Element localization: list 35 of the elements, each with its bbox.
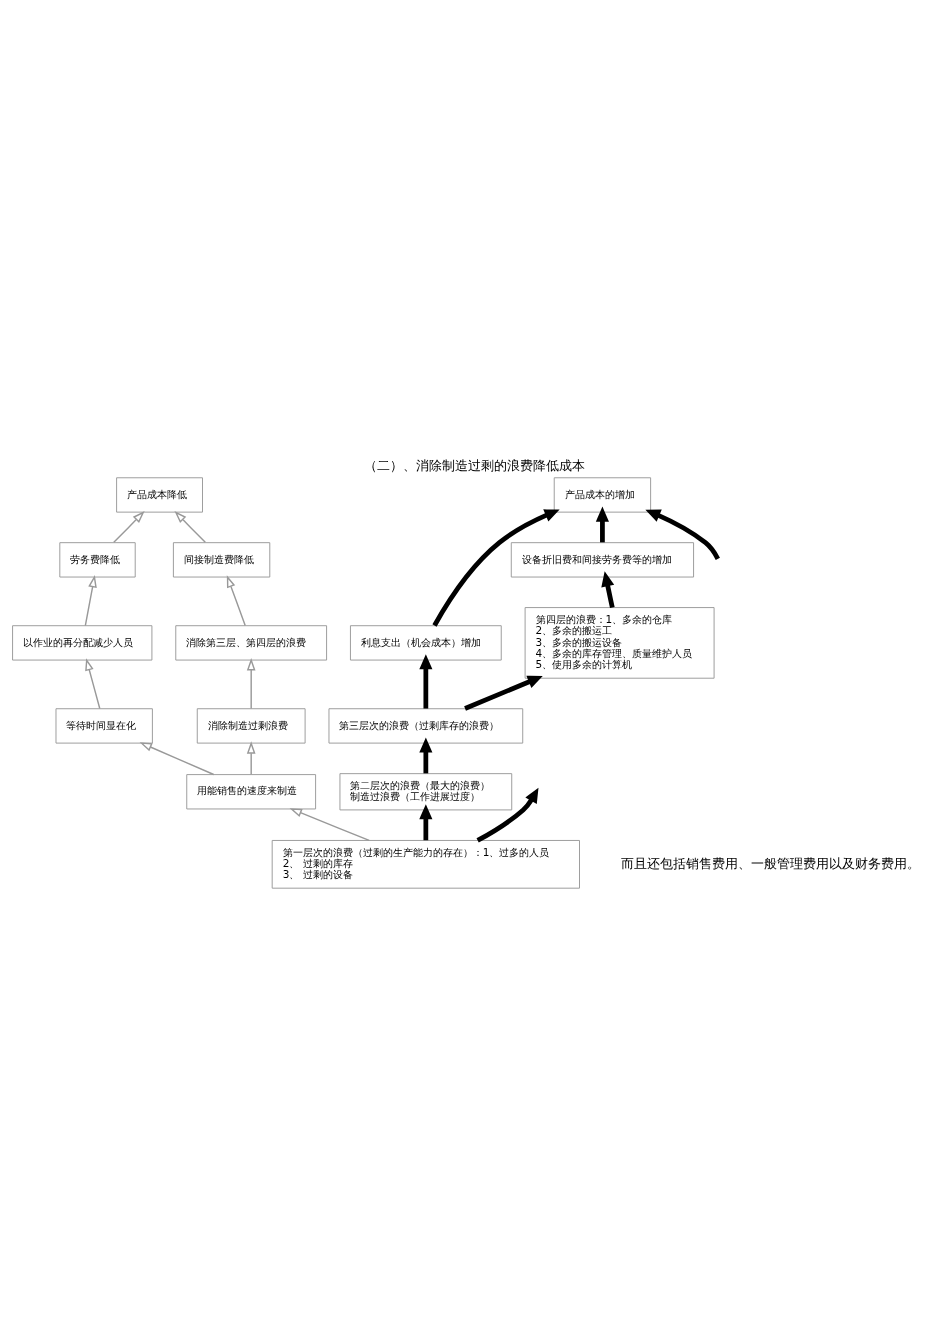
arrow [476,787,539,843]
node-box: 第二层次的浪费（最大的浪费） 制造过浪费（工作进展过度） [339,773,513,811]
arrow [645,509,720,560]
node-box: 间接制造费降低 [172,542,271,578]
arrow [419,804,433,841]
arrow [601,571,615,609]
node-box: 第四层的浪费：1、多余的仓库 2、多余的搬运工 3、多余的搬运设备 4、多余的库存管理、质量维护人员 5、使用多余的计算机 [524,607,715,679]
node-box: 消除制造过剩浪费 [196,708,306,744]
arrow [85,658,101,710]
arrow [139,742,215,776]
arrow [419,654,433,709]
arrow [246,741,256,776]
node-box: 产品成本降低 [116,477,203,513]
node-box: 用能销售的速度来制造 [186,774,317,810]
arrow [419,737,433,774]
arrow [246,658,256,710]
node-box: 等待时间显在化 [55,708,153,744]
node-box: 以作业的再分配减少人员 [12,625,153,661]
arrow [113,511,145,544]
arrow [174,511,206,544]
node-box: 消除第三层、第四层的浪费 [175,625,328,661]
arrow [226,575,246,627]
arrow [464,675,543,711]
node-box: 劳务费降低 [59,542,136,578]
label: 而且还包括销售费用、一般管理费用以及财务费用。 [620,855,920,871]
arrow [432,509,560,627]
node-box: 利息支出（机会成本）增加 [349,625,502,661]
node-box: 设备折旧费和间接劳务费等的增加 [510,542,695,578]
arrow [289,808,370,842]
node-box: 产品成本的增加 [553,477,652,513]
arrow [84,575,97,627]
diagram-title: （二）、消除制造过剩的浪费降低成本 [364,458,586,474]
node-box: 第三层次的浪费（过剩库存的浪费） [328,708,524,744]
arrow [595,506,609,543]
node-box: 第一层次的浪费（过剩的生产能力的存在）：1、过多的人员 2、 过剩的库存 3、 过剩的设备 [271,840,580,889]
